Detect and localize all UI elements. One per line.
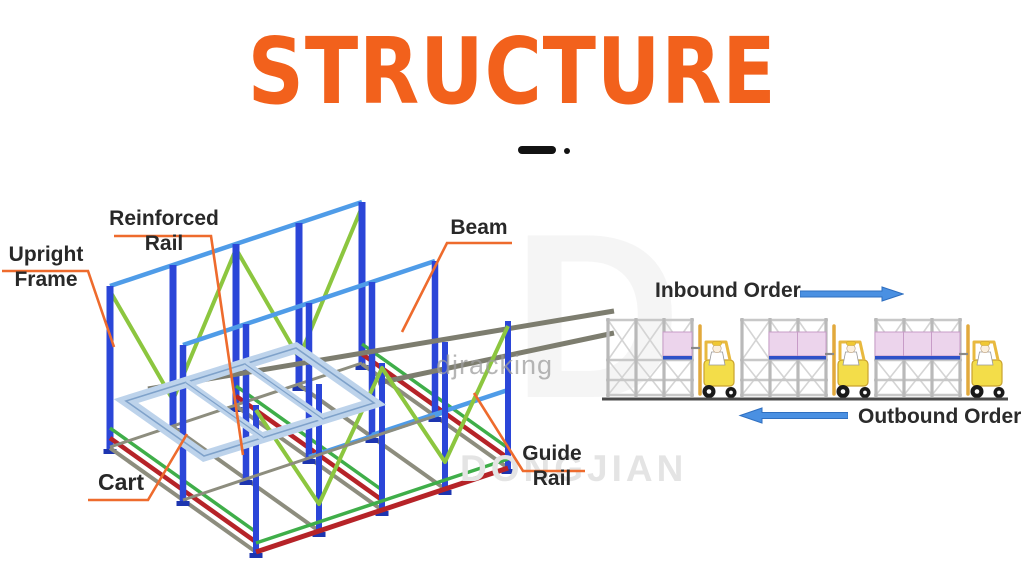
post-foot xyxy=(249,553,263,558)
post-foot xyxy=(176,501,190,506)
post-foot xyxy=(239,480,253,485)
front-rail-red xyxy=(255,465,509,555)
arrow-right-icon xyxy=(800,286,904,302)
helmet xyxy=(980,341,990,346)
inbound-order-label: Inbound Order xyxy=(655,279,801,302)
forklift-illustration xyxy=(959,324,1005,398)
post-foot xyxy=(312,532,326,537)
page-title: STRUCTURE xyxy=(247,18,777,125)
driver xyxy=(976,351,994,366)
title-divider-dash xyxy=(518,146,556,154)
post-foot xyxy=(438,490,452,495)
label-line: Guide xyxy=(522,442,582,465)
page-title-wrap: STRUCTURE xyxy=(0,26,1024,118)
title-divider-dot xyxy=(564,148,570,154)
label-line: Rail xyxy=(144,231,184,255)
label-line: Cart xyxy=(97,469,144,495)
driver xyxy=(842,351,860,366)
pallet-base xyxy=(769,356,826,360)
post-foot xyxy=(428,417,442,422)
label-cart: Cart xyxy=(83,469,159,496)
label-line: Reinforced xyxy=(109,207,219,230)
front-rail-green xyxy=(255,457,509,545)
post-foot xyxy=(355,365,369,370)
brand-watermark-djracking: djracking xyxy=(436,350,554,380)
label-reinforced-rail: Reinforced Rail xyxy=(100,207,228,257)
rack-forklift-panel-3 xyxy=(870,318,1008,401)
pallet-base xyxy=(663,356,692,360)
label-line: Beam xyxy=(450,216,508,239)
label-guide-rail: Guide Rail xyxy=(510,442,594,492)
pallet-load xyxy=(874,331,961,357)
cart-illustration xyxy=(113,341,387,463)
arrow-left-icon xyxy=(738,407,848,424)
post-foot xyxy=(292,386,306,391)
pallet-load xyxy=(662,331,693,357)
label-line: Frame xyxy=(14,267,78,291)
helmet xyxy=(712,341,722,346)
outbound-order-label: Outbound Order xyxy=(858,405,1022,428)
post-foot xyxy=(375,511,389,516)
steel-rail xyxy=(377,330,615,386)
rack-forklift-panel-1 xyxy=(602,318,740,401)
label-beam: Beam xyxy=(437,216,521,241)
mid-edge-rail xyxy=(182,414,436,502)
post-foot xyxy=(302,459,316,464)
label-line: Rail xyxy=(532,466,572,490)
helmet xyxy=(846,341,856,346)
diagonal-brace xyxy=(254,325,510,506)
rack-forklift-panel-2 xyxy=(736,318,874,401)
label-upright-frame: Upright Frame xyxy=(0,243,92,293)
post-foot xyxy=(365,438,379,443)
forklift-illustration xyxy=(825,324,871,398)
pallet-base xyxy=(875,356,960,360)
forklift-illustration xyxy=(691,324,737,398)
driver xyxy=(708,351,726,366)
label-line: Upright xyxy=(8,243,84,266)
